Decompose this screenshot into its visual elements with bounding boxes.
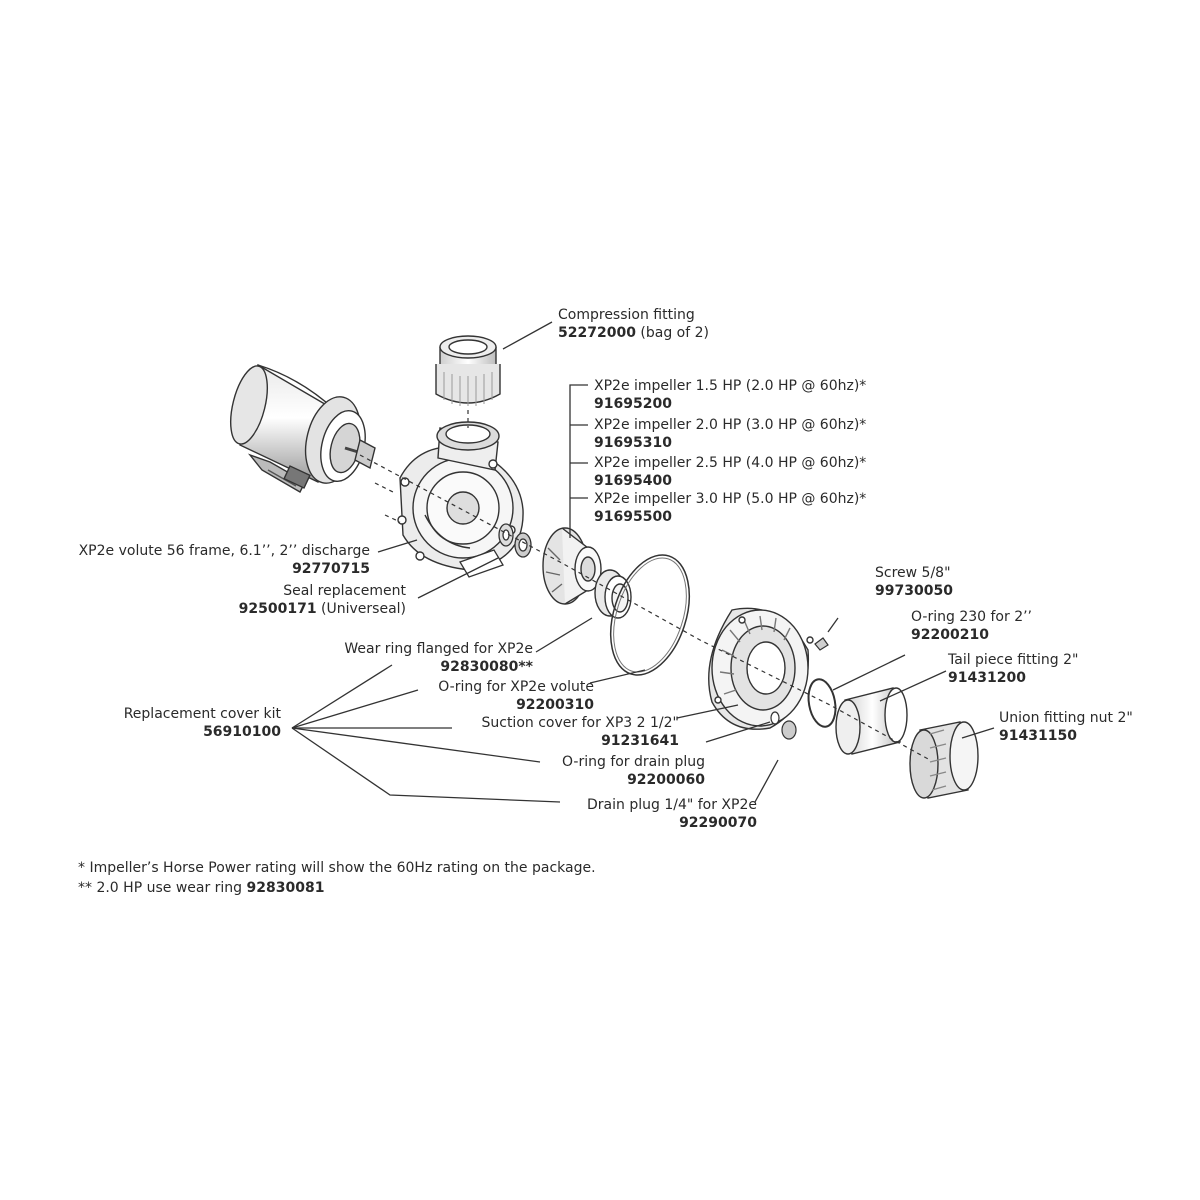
footnote-wear-ring: ** 2.0 HP use wear ring 92830081 <box>78 880 325 896</box>
oring-230-part <box>807 678 837 728</box>
label-impeller-1: XP2e impeller 1.5 HP (2.0 HP @ 60hz)* 91… <box>594 378 867 412</box>
label-oring-volute: O-ring for XP2e volute 92200310 <box>438 679 594 713</box>
label-union-nut: Union fitting nut 2" 91431150 <box>999 710 1133 744</box>
impeller-part <box>542 527 602 605</box>
compression-fitting-part <box>435 335 501 406</box>
label-seal: Seal replacement 92500171 (Universeal) <box>238 583 406 617</box>
label-drain-plug: Drain plug 1/4" for XP2e 92290070 <box>587 797 757 831</box>
label-volute: XP2e volute 56 frame, 6.1’’, 2’’ dischar… <box>78 543 370 577</box>
label-impeller-2: XP2e impeller 2.0 HP (3.0 HP @ 60hz)* 91… <box>594 417 867 451</box>
label-compression-fitting: Compression fitting 52272000 (bag of 2) <box>558 307 709 341</box>
label-suction-cover: Suction cover for XP3 2 1/2" 91231641 <box>481 715 679 749</box>
label-impeller-4: XP2e impeller 3.0 HP (5.0 HP @ 60hz)* 91… <box>594 491 867 525</box>
assembly-axis <box>359 410 931 761</box>
tail-piece-part <box>835 687 908 755</box>
label-wear-ring: Wear ring flanged for XP2e 92830080** <box>344 641 533 675</box>
label-oring-drain: O-ring for drain plug 92200060 <box>562 754 705 788</box>
pump-motor <box>230 363 376 493</box>
footnote-impeller-rating: * Impeller’s Horse Power rating will sho… <box>78 860 596 876</box>
label-oring-230: O-ring 230 for 2’’ 92200210 <box>911 609 1032 643</box>
label-impeller-3: XP2e impeller 2.5 HP (4.0 HP @ 60hz)* 91… <box>594 455 867 489</box>
drain-plug-part <box>770 711 797 740</box>
label-screw: Screw 5/8" 99730050 <box>875 565 953 599</box>
label-cover-kit: Replacement cover kit 56910100 <box>123 706 281 740</box>
screw-part <box>814 637 829 651</box>
volute-oring-part <box>610 554 690 676</box>
leader-lines <box>291 321 995 803</box>
suction-cover-part <box>708 607 814 730</box>
union-nut-part <box>909 721 979 799</box>
label-tail-piece: Tail piece fitting 2" 91431200 <box>948 652 1079 686</box>
volute-housing <box>397 421 524 571</box>
